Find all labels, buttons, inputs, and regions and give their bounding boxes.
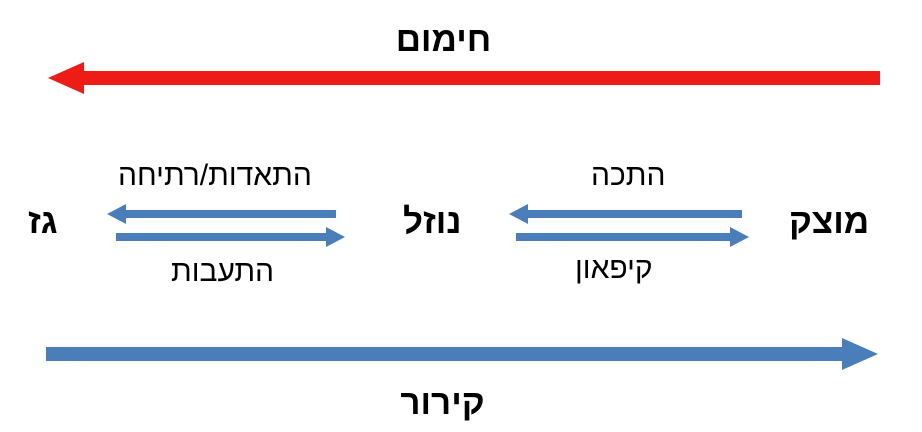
melting-arrow-icon xyxy=(509,204,742,224)
heating-arrow-icon xyxy=(48,62,880,94)
cooling-banner-label: קירור xyxy=(400,383,485,422)
freezing-arrow-icon xyxy=(516,227,749,247)
condensation-arrow-icon xyxy=(116,227,345,247)
evaporation-arrow-icon xyxy=(107,204,336,224)
transition-label-evaporation-boiling: התאדות/רתיחה xyxy=(118,159,312,192)
cooling-arrow-icon xyxy=(46,338,878,370)
state-label-liquid: נוזל xyxy=(403,202,462,241)
transition-label-melting: התכה xyxy=(591,159,666,192)
heating-banner-label: חימום xyxy=(395,20,492,59)
state-label-gas: גז xyxy=(28,202,58,241)
state-label-solid: מוצק xyxy=(789,202,870,241)
transition-label-freezing: קיפאון xyxy=(575,252,653,285)
transition-label-condensation: התעבות xyxy=(171,255,275,288)
